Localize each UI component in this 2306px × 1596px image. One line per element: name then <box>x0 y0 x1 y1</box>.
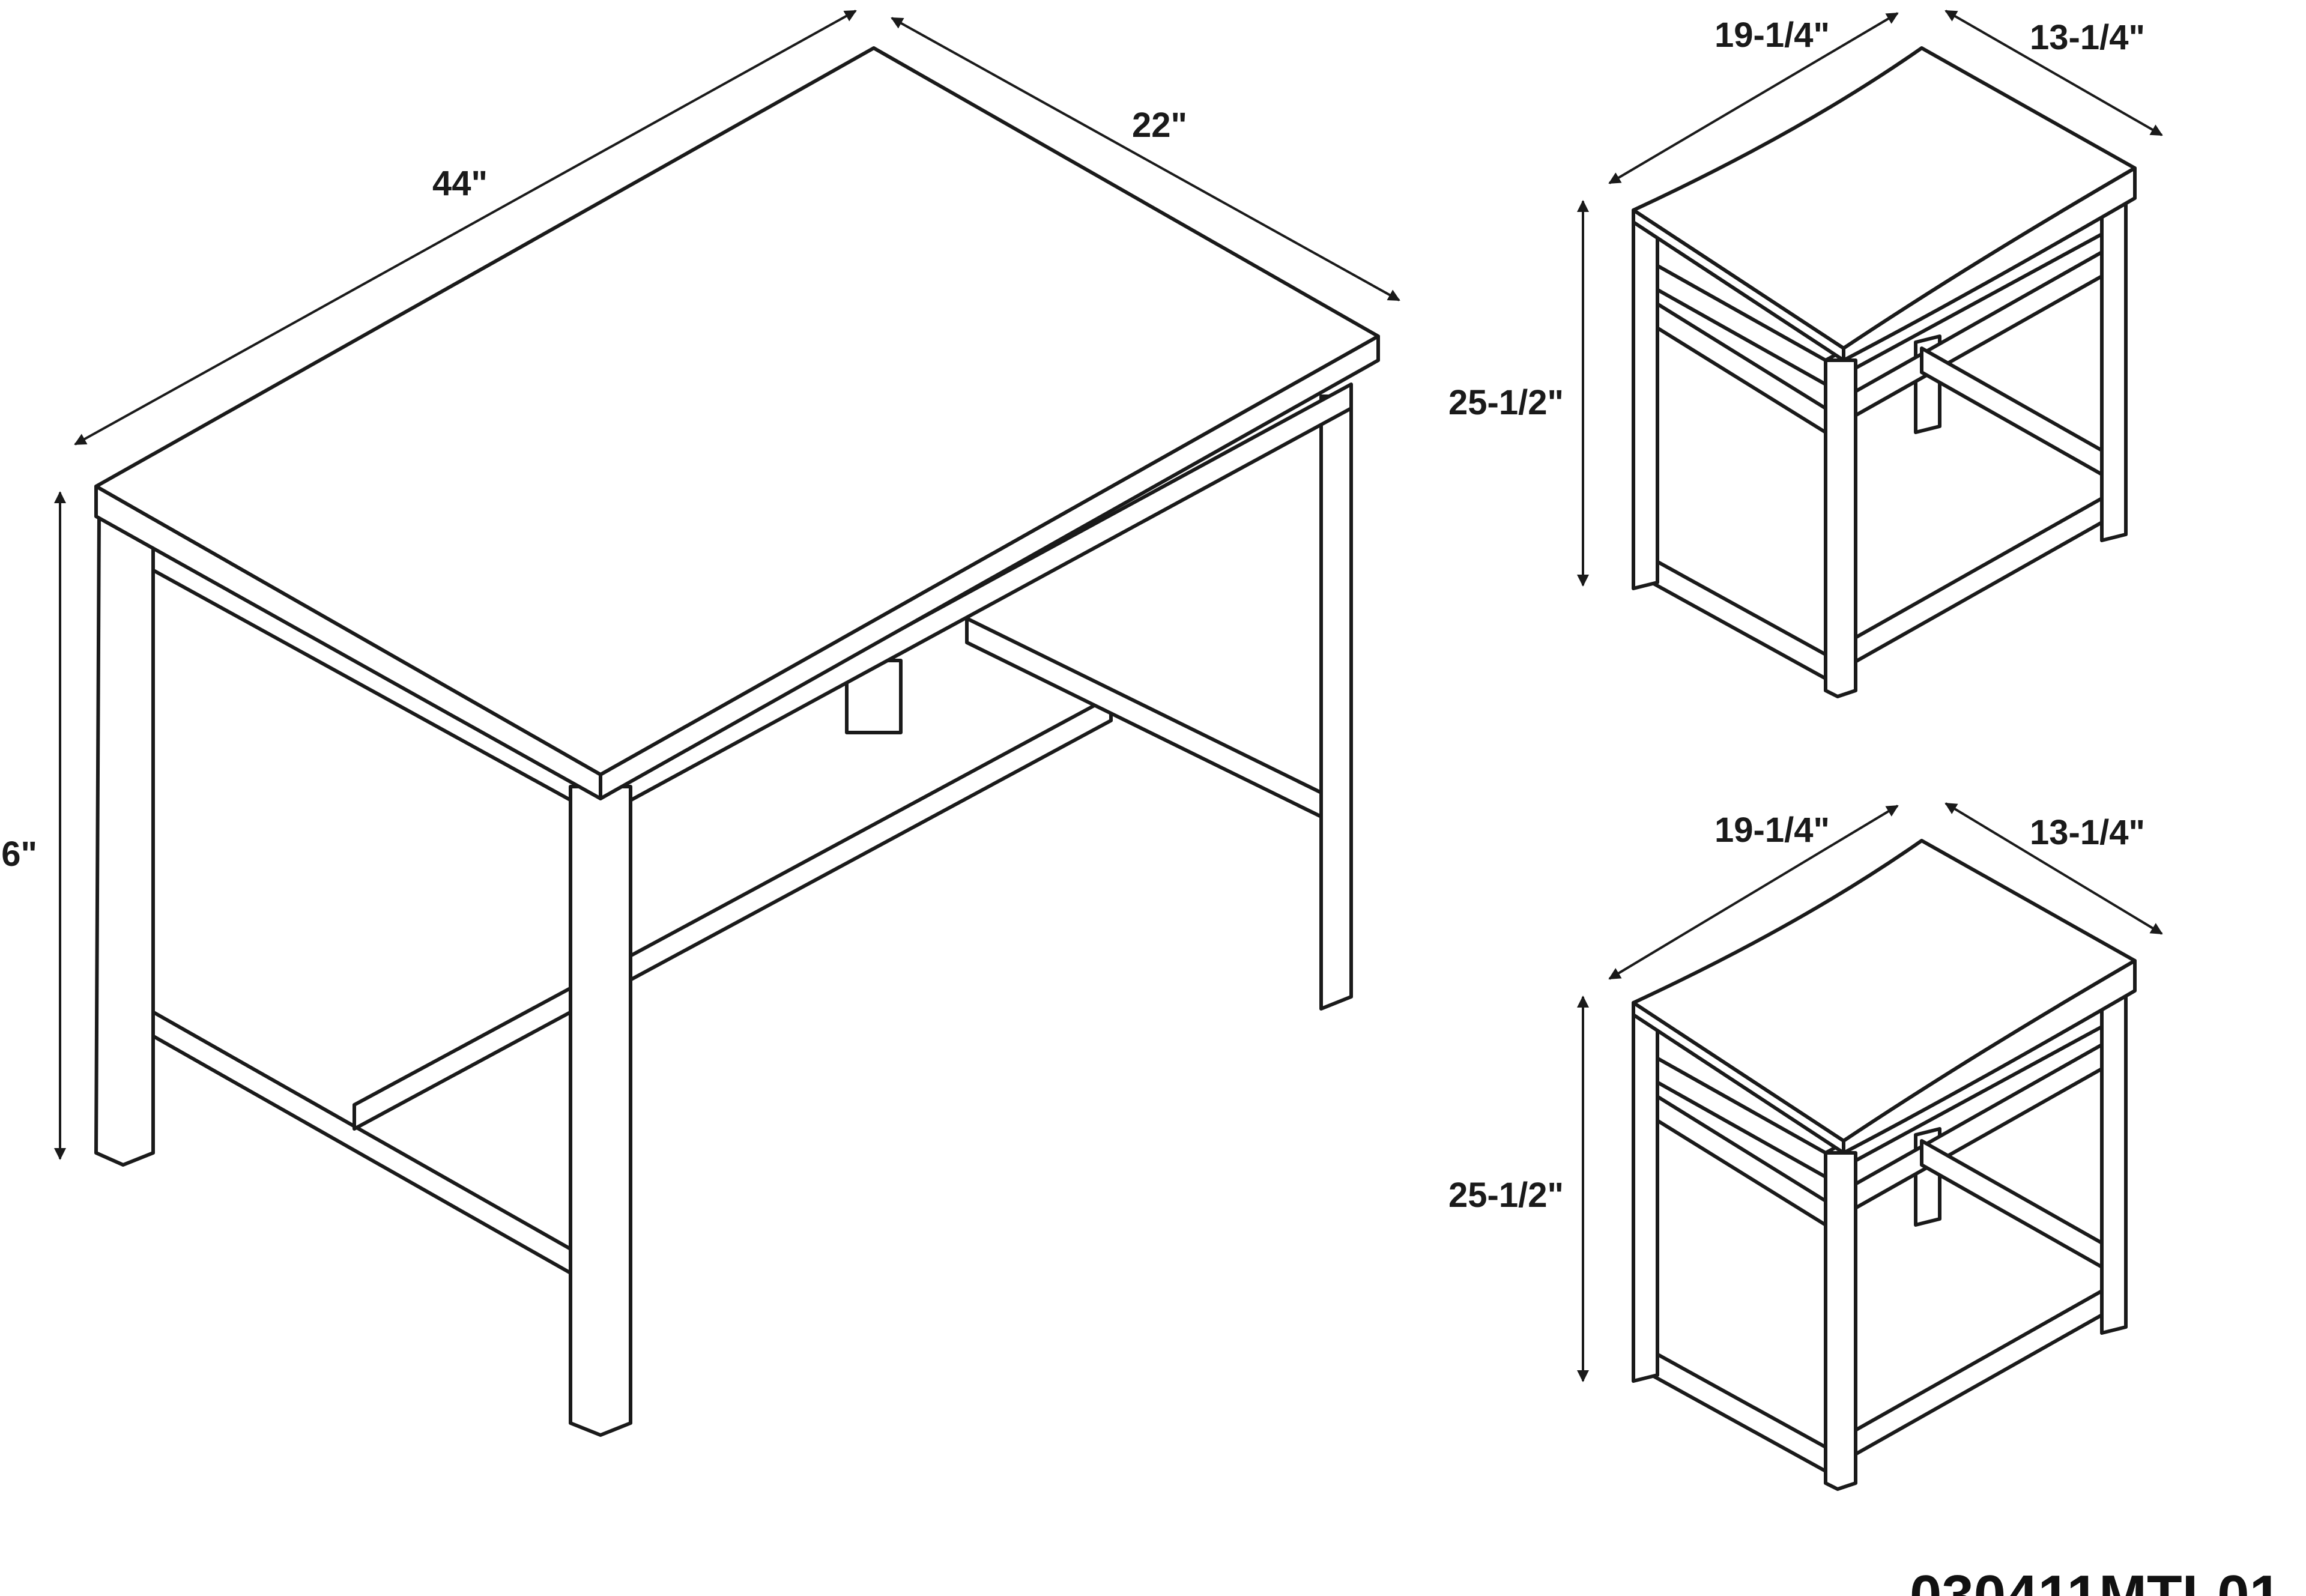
counter-table-drawing <box>54 10 1400 1437</box>
stool-top-height-label: 25-1/2" <box>1448 383 1564 422</box>
table-length-label: 44" <box>432 164 488 203</box>
table-depth-label: 22" <box>1132 106 1187 145</box>
stool-bottom-height-label: 25-1/2" <box>1448 1176 1564 1215</box>
table-height-label: 36" <box>0 835 37 874</box>
stool-top-drawing <box>1577 10 2163 698</box>
stool-bottom-drawing <box>1577 802 2163 1491</box>
stool-bottom-depth-label: 13-1/4" <box>2030 813 2145 852</box>
stool-top-depth-label: 13-1/4" <box>2030 18 2145 57</box>
stool-top-width-label: 19-1/4" <box>1714 16 1830 55</box>
stool-bottom-width-label: 19-1/4" <box>1714 811 1830 850</box>
product-code: 030411MTL01 <box>1910 1564 2281 1596</box>
